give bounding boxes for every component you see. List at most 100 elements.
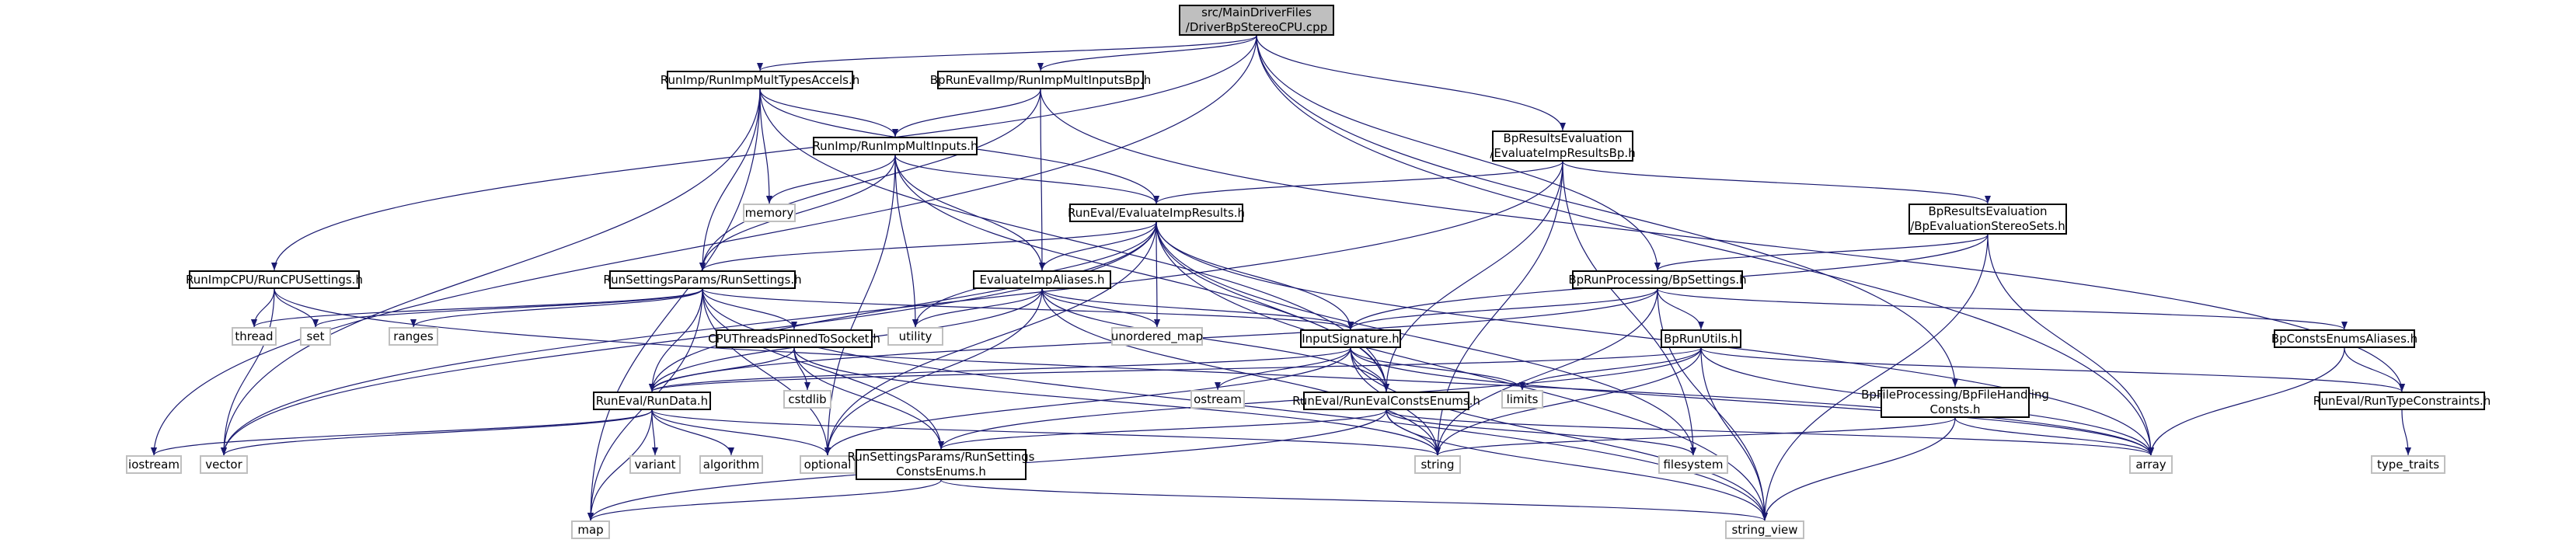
edge-bprun_settings-to-bpconsts_aliases	[1657, 288, 2348, 330]
node-runeval-rundata[interactable]: RunEval/RunData.h	[593, 392, 711, 410]
node-ostream[interactable]: ostream	[1190, 390, 1245, 409]
node-evaluate-imp-aliases[interactable]: EvaluateImpAliases.h	[973, 270, 1111, 289]
node-runimp-mult-inputs[interactable]: RunImp/RunImpMultInputs.h	[812, 137, 978, 155]
edge-runeval_evaluate-to-optional	[824, 221, 1157, 456]
edge-bpconsts_aliases-to-runeval_typeconstraints	[2344, 347, 2405, 392]
node-label: RunEval/RunData.h	[595, 393, 709, 408]
node-label: variant	[634, 457, 676, 472]
edge-evaluate_aliases-to-string	[1041, 288, 1441, 456]
node-iostream[interactable]: iostream	[126, 455, 182, 474]
node-label: thread	[235, 329, 274, 343]
node-memory[interactable]: memory	[743, 204, 796, 222]
edge-runeval_evaluate-to-runeval_rundata	[649, 221, 1157, 392]
node-limits[interactable]: limits	[1501, 390, 1543, 409]
edge-input_signature-to-ostream	[1215, 347, 1351, 391]
edge-bprun_settings-to-input_signature	[1347, 288, 1658, 330]
edge-runsettings_consts-to-map	[587, 479, 942, 521]
node-cstdlib[interactable]: cstdlib	[783, 390, 831, 409]
edge-runeval_rundata-to-iostream	[151, 409, 653, 456]
node-string[interactable]: string	[1414, 455, 1461, 474]
edge-bpresults_imp-to-runeval_evaluate	[1153, 161, 1563, 204]
node-label-line: /BpEvaluationStereoSets.h	[1910, 219, 2065, 233]
edge-bpfile_consts-to-string	[1434, 417, 1956, 456]
node-input-signature[interactable]: InputSignature.h	[1300, 329, 1401, 348]
node-type-traits[interactable]: type_traits	[2371, 455, 2445, 474]
edge-bprun_utils-to-runeval_typeconstraints	[1700, 347, 2405, 392]
node-cpu-threads-pinned[interactable]: CPUThreadsPinnedToSocket.h	[708, 329, 880, 348]
node-bprun-evalimp-mult-inputs[interactable]: BpRunEvalImp/RunImpMultInputsBp.h	[930, 71, 1151, 89]
node-label: RunEval/RunTypeConstraints.h	[2313, 393, 2491, 408]
node-utility[interactable]: utility	[887, 327, 943, 346]
edge-bprun_evalimp-to-runimp_mult_inputs	[892, 89, 1041, 138]
edge-bprun_settings-to-bprun_utils	[1657, 288, 1704, 330]
node-run-settings-consts-enums[interactable]: RunSettingsParams/RunSettings ConstsEnum…	[848, 449, 1035, 480]
node-label: InputSignature.h	[1302, 331, 1400, 346]
node-vector[interactable]: vector	[200, 455, 248, 474]
edge-runeval_rundata-to-optional	[651, 409, 831, 456]
node-bprun-utils[interactable]: BpRunUtils.h	[1661, 329, 1741, 348]
edge-runimp_mult_inputs-to-runeval_evaluate	[894, 155, 1159, 204]
node-label: BpRunProcessing/BpSettings.h	[1568, 272, 1747, 287]
edge-runimp_mult_inputs-to-memory	[766, 155, 896, 204]
edge-runimp_mult_inputs-to-runsettings	[699, 155, 896, 271]
edge-bpconsts_aliases-to-array	[2148, 347, 2345, 456]
node-label: RunImp/RunImpMultInputs.h	[812, 138, 978, 153]
node-root-driver-file[interactable]: src/MainDriverFiles /DriverBpStereoCPU.c…	[1179, 5, 1334, 36]
edge-cputhreads-to-cstdlib	[793, 347, 810, 391]
node-string-view[interactable]: string_view	[1725, 520, 1804, 539]
edge-runimp_mult_types-to-runimp_mult_inputs	[759, 89, 898, 138]
node-map[interactable]: map	[571, 520, 610, 539]
node-thread[interactable]: thread	[232, 327, 277, 346]
edge-cputhreads-to-runsettings_consts	[793, 347, 944, 450]
edge-input_signature-to-limits	[1350, 347, 1525, 391]
edge-bpresults_stereo-to-bprun_settings	[1654, 234, 1989, 271]
edge-runsettings-to-input_signature	[702, 288, 1354, 330]
node-runimp-cpu-settings[interactable]: RunImpCPU/RunCPUSettings.h	[186, 270, 363, 289]
edge-runimp_mult_inputs-to-utility	[894, 155, 919, 328]
node-variant[interactable]: variant	[629, 455, 681, 474]
node-label-line: BpFileProcessing/BpFileHandling	[1861, 388, 2049, 402]
node-label: RunEval/RunEvalConstsEnums.h	[1292, 393, 1480, 408]
node-algorithm[interactable]: algorithm	[699, 455, 763, 474]
edge-runsettings-to-thread	[251, 288, 703, 328]
node-label: BpRunEvalImp/RunImpMultInputsBp.h	[929, 72, 1152, 87]
edge-runimp_cpu-to-array	[274, 288, 2154, 456]
edge-runsettings-to-set	[312, 288, 703, 328]
edge-evaluate_aliases-to-input_signature	[1041, 288, 1354, 330]
node-filesystem[interactable]: filesystem	[1658, 455, 1728, 474]
node-label: vector	[205, 457, 242, 472]
edge-root-to-iostream	[151, 35, 1257, 456]
node-run-settings[interactable]: RunSettingsParams/RunSettings.h	[603, 270, 802, 289]
node-set[interactable]: set	[300, 327, 331, 346]
dependency-edges	[151, 35, 2411, 521]
node-runimp-mult-types-accels[interactable]: RunImp/RunImpMultTypesAccels.h	[661, 71, 859, 89]
node-bpresults-evaluate-imp[interactable]: BpResultsEvaluation /EvaluateImpResultsB…	[1490, 131, 1636, 162]
edge-bprun_settings-to-string	[1434, 288, 1658, 456]
node-label: algorithm	[702, 457, 760, 472]
node-label-line: /EvaluateImpResultsBp.h	[1490, 146, 1636, 160]
edge-runeval_consts-to-runsettings_consts	[938, 409, 1387, 450]
edge-runsettings-to-cputhreads	[702, 288, 797, 330]
node-runeval-consts-enums[interactable]: RunEval/RunEvalConstsEnums.h	[1292, 392, 1480, 410]
node-bprun-settings[interactable]: BpRunProcessing/BpSettings.h	[1568, 270, 1747, 289]
node-bpresults-stereo-sets[interactable]: BpResultsEvaluation /BpEvaluationStereoS…	[1908, 204, 2067, 235]
node-label: string_view	[1731, 522, 1798, 537]
node-bpconsts-enums-aliases[interactable]: BpConstsEnumsAliases.h	[2271, 329, 2417, 348]
node-runeval-type-constraints[interactable]: RunEval/RunTypeConstraints.h	[2313, 392, 2491, 410]
edge-root-to-bprun_settings	[1256, 35, 1661, 271]
node-runeval-evaluate-imp-results[interactable]: RunEval/EvaluateImpResults.h	[1068, 204, 1245, 222]
node-label: ostream	[1194, 392, 1242, 406]
node-label: iostream	[128, 457, 180, 472]
node-ranges[interactable]: ranges	[389, 327, 438, 346]
node-bpfile-handling-consts[interactable]: BpFileProcessing/BpFileHandling Consts.h	[1861, 387, 2049, 418]
edge-runsettings-to-runsettings_consts	[702, 288, 944, 450]
node-array[interactable]: array	[2129, 455, 2173, 474]
edge-root-to-runimp_mult_types	[757, 35, 1257, 71]
node-label-line: /DriverBpStereoCPU.cpp	[1185, 20, 1328, 34]
edge-bpresults_imp-to-bpresults_stereo	[1562, 161, 1991, 204]
node-optional[interactable]: optional	[800, 455, 856, 474]
node-label-line: Consts.h	[1929, 402, 1981, 416]
edge-runsettings-to-ranges	[410, 288, 703, 328]
node-label: type_traits	[2376, 457, 2440, 472]
node-unordered-map[interactable]: unordered_map	[1111, 327, 1203, 346]
